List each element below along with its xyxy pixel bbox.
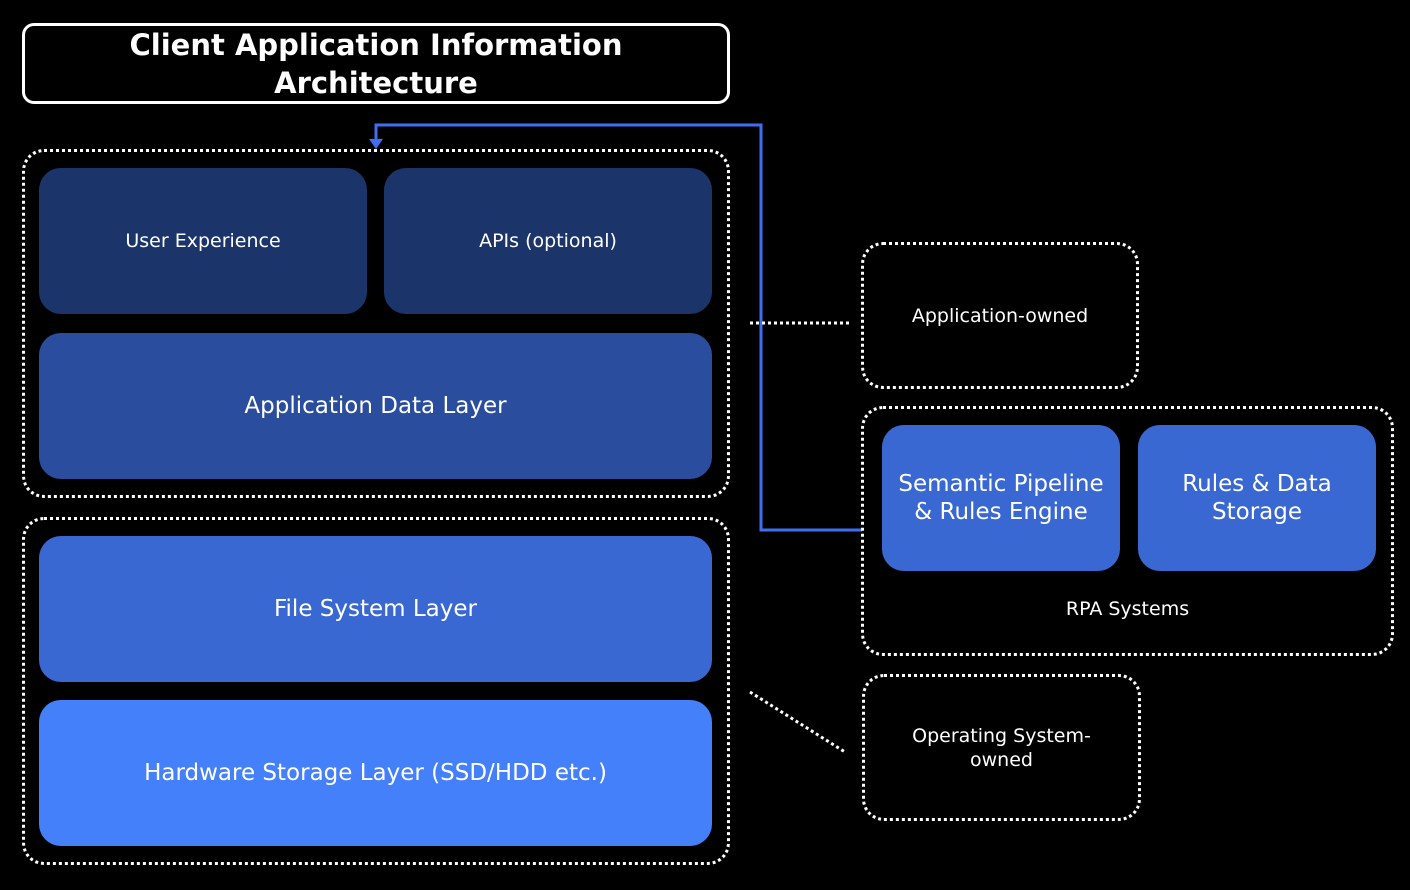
semantic-pipeline-label: Semantic Pipeline & Rules Engine <box>898 471 1104 525</box>
apis-block: APIs (optional) <box>384 168 712 314</box>
os-layer-group <box>22 517 730 865</box>
arrowhead-icon <box>369 139 383 149</box>
hardware-storage-layer-label: Hardware Storage Layer (SSD/HDD etc.) <box>144 760 607 786</box>
semantic-pipeline-block: Semantic Pipeline & Rules Engine <box>882 425 1120 571</box>
application-owned-label: Application-owned <box>911 304 1089 327</box>
diagram-title: Client Application Information Architect… <box>22 23 730 104</box>
diagram-title-text: Client Application Information Architect… <box>129 27 623 100</box>
application-data-layer-label: Application Data Layer <box>244 393 507 419</box>
file-system-layer-block: File System Layer <box>39 536 712 682</box>
application-data-layer-block: Application Data Layer <box>39 333 712 479</box>
rules-data-storage-label: Rules & Data Storage <box>1182 471 1332 525</box>
rules-data-storage-block: Rules & Data Storage <box>1138 425 1376 571</box>
user-experience-label: User Experience <box>125 230 281 252</box>
hardware-storage-layer-block: Hardware Storage Layer (SSD/HDD etc.) <box>39 700 712 846</box>
apis-label: APIs (optional) <box>479 230 617 252</box>
rpa-systems-group <box>861 406 1394 656</box>
os-owned-label: Operating System-owned <box>912 724 1091 771</box>
os-owned-leader <box>749 690 846 754</box>
application-owned-note: Application-owned <box>861 242 1139 389</box>
os-owned-note: Operating System-owned <box>862 674 1141 821</box>
file-system-layer-label: File System Layer <box>273 596 477 622</box>
user-experience-block: User Experience <box>39 168 367 314</box>
rpa-systems-label: RPA Systems <box>1065 598 1190 620</box>
application-layer-group <box>22 149 730 498</box>
rpa-feedback-connector <box>374 123 862 532</box>
